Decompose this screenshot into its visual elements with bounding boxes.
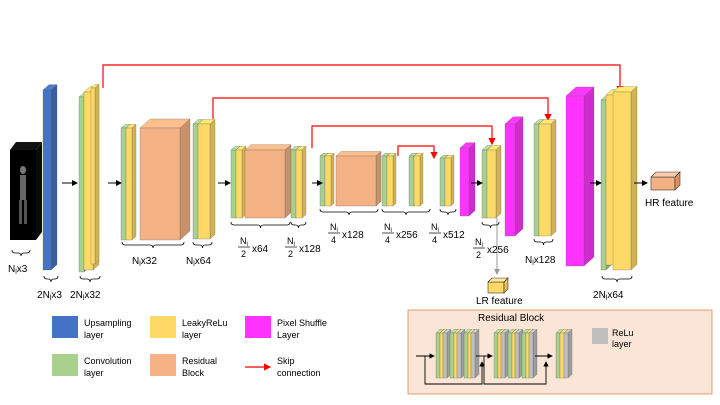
- dim-conv4: Nl 4 x256: [382, 222, 418, 245]
- skip-connection-4: [397, 145, 438, 160]
- legend-relu: ReLu layer: [592, 328, 634, 349]
- dim-upsampled: 2Nlx3: [37, 290, 62, 302]
- svg-text:2: 2: [241, 249, 246, 259]
- svg-text:ReLu: ReLu: [612, 328, 634, 338]
- svg-text:Upsampling: Upsampling: [84, 318, 132, 328]
- lr-feature-label: LR feature: [476, 296, 523, 307]
- dim-res1: Nlx32: [132, 256, 157, 268]
- svg-text:x128: x128: [299, 244, 321, 255]
- skip-connection-3: [311, 125, 496, 148]
- dim-conv2: Nlx64: [186, 256, 211, 268]
- conv-block-2-leaky: [197, 119, 216, 240]
- residual-block-layers: [435, 329, 573, 379]
- skip-connections: [102, 64, 624, 160]
- svg-text:Nl: Nl: [384, 222, 392, 234]
- dim-conv1: 2Nlx32: [70, 290, 101, 302]
- legend-residual: Residual Block: [150, 354, 217, 378]
- svg-text:LeakyReLu: LeakyReLu: [182, 318, 228, 328]
- dim-dec2: Nlx128: [525, 255, 556, 267]
- legend: Upsampling layer Convolution layer Leaky…: [52, 316, 327, 378]
- pixel-shuffle-1: [459, 142, 476, 217]
- residual-block-1: [139, 118, 191, 241]
- upsampling-layer: [42, 84, 58, 271]
- dim-conv3: Nl 2 x128: [285, 236, 321, 259]
- decoder-block-2-leaky: [538, 119, 557, 237]
- skip-connection-2: [212, 97, 552, 122]
- svg-text:Residual: Residual: [182, 356, 217, 366]
- input-image: [10, 142, 42, 240]
- svg-text:layer: layer: [84, 368, 104, 378]
- dimension-labels: Nlx3 2Nlx3 2Nlx32 Nlx32 Nlx64 Nlx128 2Nl…: [8, 255, 624, 302]
- residual-entry-2-leaky: [235, 146, 247, 219]
- svg-text:Layer: Layer: [277, 330, 300, 340]
- pixel-shuffle-2: [504, 116, 524, 237]
- svg-text:Nl: Nl: [431, 222, 439, 234]
- rb-relu: [470, 329, 480, 379]
- hr-feature-label: HR feature: [645, 198, 694, 209]
- svg-text:Nl: Nl: [287, 236, 295, 248]
- rb-relu: [528, 329, 538, 379]
- dim-dec1: Nl 2 x256: [473, 237, 509, 260]
- dim-input: Nlx3: [8, 264, 28, 276]
- hr-feature-cube: [650, 171, 681, 191]
- svg-text:x128: x128: [342, 230, 364, 241]
- legend-upsampling: Upsampling layer: [52, 316, 132, 340]
- svg-text:Skip: Skip: [277, 356, 295, 366]
- residual-block-3: [335, 151, 382, 207]
- residual-block-title: Residual Block: [478, 313, 545, 324]
- layer-blocks: [42, 84, 638, 273]
- svg-text:x64: x64: [252, 244, 269, 255]
- svg-text:layer: layer: [182, 330, 202, 340]
- legend-convolution: Convolution layer: [52, 354, 132, 378]
- leakyrelu-layer-1b: [90, 84, 100, 265]
- svg-text:x512: x512: [443, 230, 465, 241]
- svg-text:Nl: Nl: [475, 237, 483, 249]
- svg-text:Block: Block: [182, 368, 205, 378]
- rb-relu: [514, 329, 524, 379]
- svg-text:layer: layer: [612, 339, 632, 349]
- rb-relu-end: [563, 329, 573, 379]
- legend-skip: Skip connection: [245, 356, 321, 378]
- skip-connection-1: [102, 64, 624, 94]
- residual-block-panel: Residual Block ReLu layer: [407, 309, 713, 395]
- dim-res3: Nl 4 x128: [328, 222, 364, 245]
- rb-relu: [442, 329, 452, 379]
- svg-text:Pixel Shuffle: Pixel Shuffle: [277, 318, 327, 328]
- rb-relu: [456, 329, 466, 379]
- dim-conv5: Nl 4 x512: [429, 222, 465, 245]
- svg-text:x256: x256: [396, 230, 418, 241]
- legend-pixel-shuffle: Pixel Shuffle Layer: [245, 316, 327, 340]
- decoder-block-1-leaky: [486, 145, 502, 219]
- svg-text:x256: x256: [487, 245, 509, 256]
- svg-text:4: 4: [432, 235, 437, 245]
- conv-block-5-leaky: [444, 154, 455, 207]
- svg-text:Nl: Nl: [240, 236, 248, 248]
- dim-out: 2Nlx64: [593, 290, 624, 302]
- residual-entry-1-leaky: [125, 124, 137, 241]
- lr-feature-cube: [487, 277, 509, 294]
- legend-leakyrelu: LeakyReLu layer: [150, 316, 228, 340]
- residual-block-2: [244, 144, 292, 219]
- rb-relu: [500, 329, 510, 379]
- svg-text:layer: layer: [84, 330, 104, 340]
- leakyrelu-layer-out-b: [612, 86, 638, 271]
- svg-text:2: 2: [476, 250, 481, 260]
- residual-entry-3-leaky: [324, 152, 335, 207]
- svg-text:4: 4: [331, 235, 336, 245]
- conv-block-4b-leaky: [413, 152, 424, 207]
- conv-block-3-leaky: [295, 146, 307, 219]
- dimension-braces: [11, 208, 633, 283]
- svg-text:Nl: Nl: [330, 222, 338, 234]
- svg-text:2: 2: [288, 249, 293, 259]
- svg-text:4: 4: [385, 235, 390, 245]
- dim-res2: Nl 2 x64: [238, 236, 269, 259]
- conv-block-4a-leaky: [386, 152, 397, 207]
- svg-text:Convolution: Convolution: [84, 356, 132, 366]
- fraction-labels: Nl 2 x64 Nl 2 x128 Nl 4 x128 Nl 4 x256 N…: [238, 222, 509, 260]
- svg-text:connection: connection: [277, 368, 321, 378]
- pixel-shuffle-3: [565, 86, 595, 267]
